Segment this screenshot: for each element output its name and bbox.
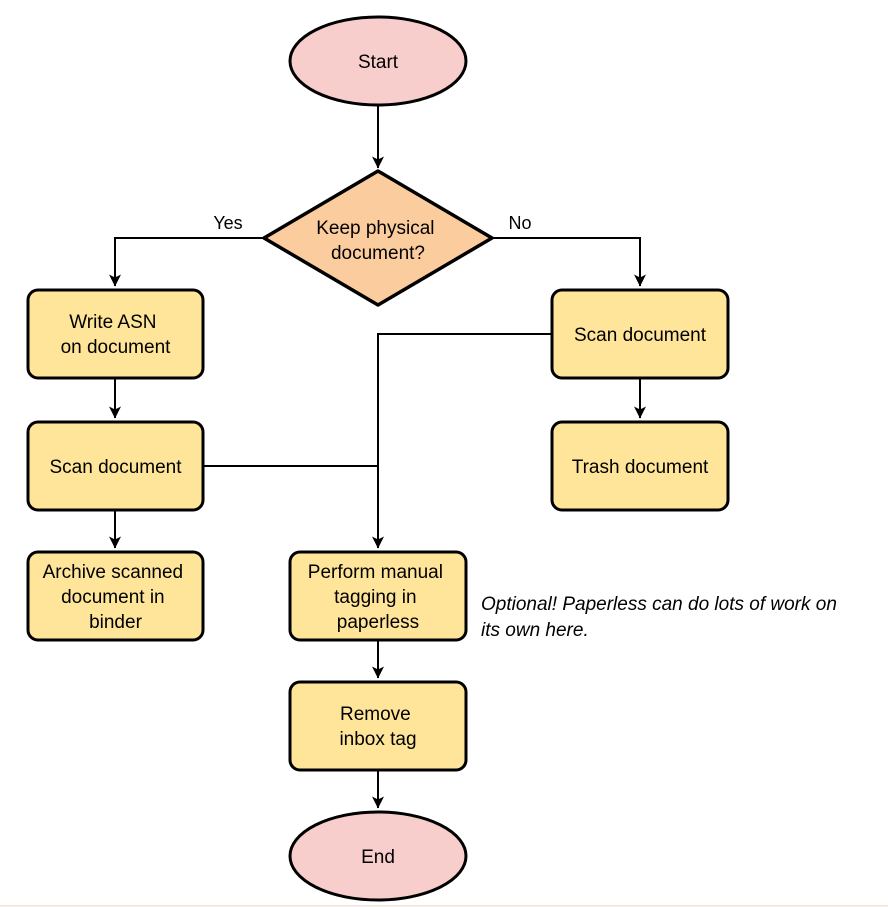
node-write-asn: Write ASN on document (26, 288, 205, 380)
archive-rect (26, 550, 205, 642)
edge-label-no: No (508, 213, 531, 233)
optional-note: Optional! Paperless can do lots of work … (481, 594, 842, 641)
end-label: End (361, 847, 395, 868)
scan-left-rect (26, 420, 205, 512)
decision-label: Keep physical document? (316, 218, 440, 264)
node-tagging: Perform manual tagging in paperless (288, 550, 468, 642)
remove-inbox-label: Remove inbox tag (339, 704, 416, 750)
node-decision: Keep physical document? (262, 169, 494, 307)
node-scan-right: Scan document (550, 288, 730, 380)
end-ellipse (288, 810, 468, 902)
edge-decision-yes (109, 237, 265, 287)
node-end: End (288, 810, 468, 902)
edge-scanright-to-tagging (372, 333, 552, 549)
tagging-label: Perform manual tagging in paperless (308, 562, 448, 633)
decision-diamond (262, 169, 494, 307)
scan-left-label: Scan document (49, 457, 182, 478)
start-ellipse (288, 15, 468, 107)
scan-right-label: Scan document (574, 325, 707, 346)
node-archive: Archive scanned document in binder (26, 550, 205, 642)
remove-inbox-rect (288, 680, 468, 772)
write-asn-label: Write ASN on document (61, 312, 172, 358)
write-asn-rect (26, 288, 205, 380)
edge-label-yes: Yes (213, 213, 242, 233)
node-scan-left: Scan document (26, 420, 205, 512)
archive-label: Archive scanned document in binder (43, 562, 189, 633)
trash-rect (550, 420, 730, 512)
trash-label: Trash document (572, 457, 709, 478)
scan-right-rect (550, 288, 730, 380)
node-remove-inbox: Remove inbox tag (288, 680, 468, 772)
node-start: Start (288, 15, 468, 107)
tagging-rect (288, 550, 468, 642)
start-label: Start (358, 52, 399, 73)
node-trash: Trash document (550, 420, 730, 512)
canvas-bottom-edge (0, 905, 888, 907)
edge-decision-no (491, 237, 646, 287)
